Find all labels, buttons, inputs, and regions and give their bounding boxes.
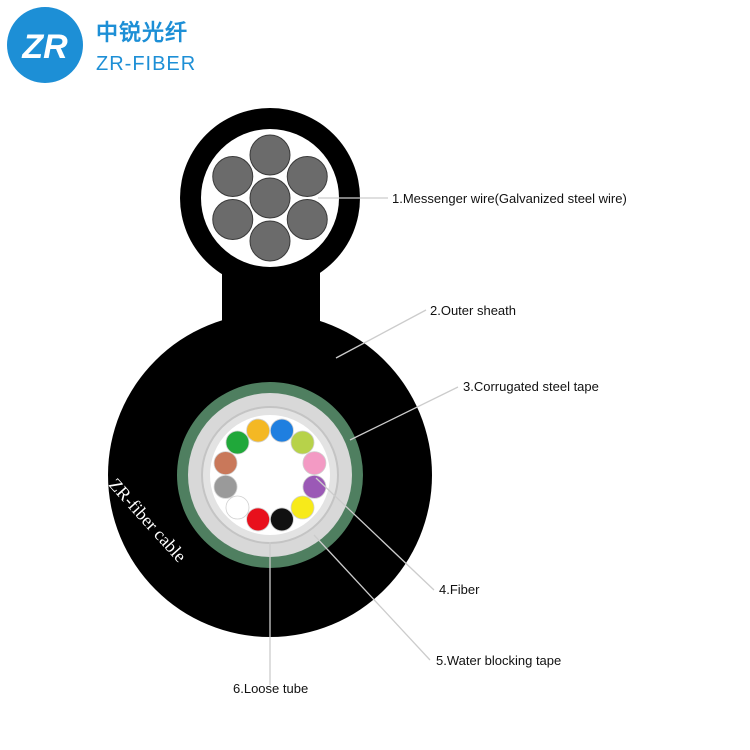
cable-cross-section: ZR-fiber cable bbox=[105, 108, 432, 637]
logo-badge bbox=[7, 7, 83, 83]
fiber-core bbox=[246, 507, 270, 532]
logo-name-cn: 中锐光纤 bbox=[96, 20, 188, 46]
callout-labels: 1.Messenger wire(Galvanized steel wire) … bbox=[233, 191, 627, 696]
fiber-core bbox=[213, 451, 238, 475]
callout-steel-tape: 3.Corrugated steel tape bbox=[463, 379, 599, 394]
fiber-core bbox=[290, 495, 315, 520]
fiber-core bbox=[246, 418, 270, 443]
fiber-core bbox=[213, 475, 238, 499]
loose-tube-inner bbox=[210, 415, 330, 535]
callout-loose-tube: 6.Loose tube bbox=[233, 681, 308, 696]
messenger-wire-strand bbox=[212, 156, 254, 197]
callout-water-tape: 5.Water blocking tape bbox=[436, 653, 561, 668]
logo-name-en: ZR-FIBER bbox=[96, 53, 196, 75]
fiber-core bbox=[225, 495, 250, 520]
fiber-core bbox=[302, 451, 327, 475]
fiber-core bbox=[290, 430, 315, 455]
callout-fiber: 4.Fiber bbox=[439, 582, 480, 597]
messenger-wire-strand bbox=[286, 199, 328, 240]
leader-fiber bbox=[315, 477, 435, 591]
messenger-wire-strand bbox=[249, 177, 291, 219]
messenger-wire-strand bbox=[212, 199, 254, 240]
leader-water-tape bbox=[313, 534, 431, 661]
fiber-core bbox=[225, 430, 250, 455]
messenger-wire-bundle bbox=[212, 134, 328, 262]
leader-lines bbox=[269, 197, 459, 685]
fiber-core bbox=[270, 507, 294, 532]
callout-messenger-wire: 1.Messenger wire(Galvanized steel wire) bbox=[392, 191, 627, 206]
messenger-wire-strand bbox=[249, 134, 291, 176]
fiber-core bbox=[302, 475, 327, 499]
messenger-wire-strand bbox=[249, 220, 291, 262]
logo: ZR 中锐光纤 ZR-FIBER bbox=[7, 7, 196, 83]
callout-outer-sheath: 2.Outer sheath bbox=[430, 303, 516, 318]
leader-steel-tape bbox=[349, 386, 459, 441]
logo-mark: ZR bbox=[21, 28, 68, 66]
fiber-core bbox=[270, 418, 294, 443]
messenger-wire-strand bbox=[286, 156, 328, 197]
leader-outer-sheath bbox=[335, 309, 427, 359]
